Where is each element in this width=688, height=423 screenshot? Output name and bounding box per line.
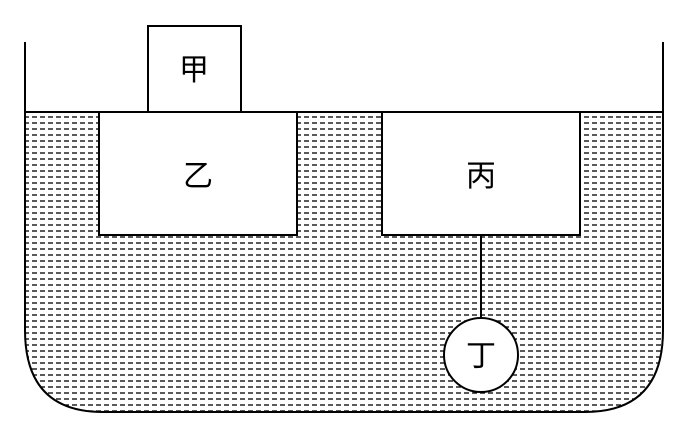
ball-ding: 丁 <box>443 317 519 393</box>
block-jia-label: 甲 <box>179 53 209 88</box>
block-bing: 丙 <box>381 111 581 236</box>
block-jia: 甲 <box>147 25 242 113</box>
ball-ding-label: 丁 <box>466 339 496 374</box>
block-yi-label: 乙 <box>183 159 213 194</box>
block-yi: 乙 <box>98 111 298 236</box>
block-bing-label: 丙 <box>466 159 496 194</box>
container <box>24 42 664 413</box>
